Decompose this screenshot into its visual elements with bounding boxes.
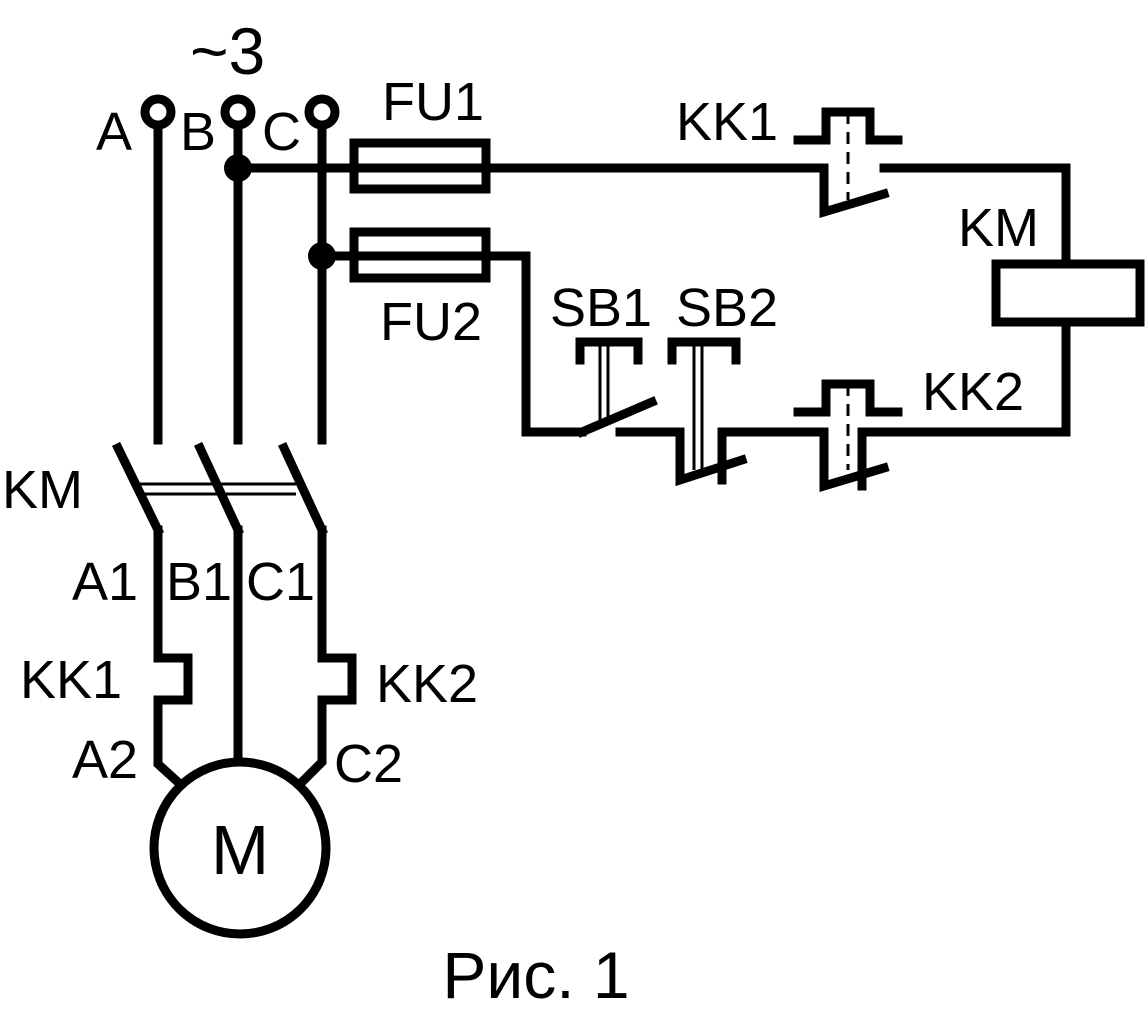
kk1-power-label: KK1 bbox=[20, 650, 122, 710]
c1-label: C1 bbox=[246, 552, 315, 612]
coil-km bbox=[991, 259, 1145, 327]
supply-label: ~3 bbox=[190, 14, 265, 88]
kk2-power-label: KK2 bbox=[376, 654, 478, 714]
motor-label: M bbox=[211, 811, 269, 889]
contactor-km-power bbox=[111, 441, 328, 537]
terminal-a bbox=[140, 94, 176, 445]
sb1-label: SB1 bbox=[550, 278, 652, 338]
terminal-b bbox=[220, 94, 256, 445]
coil-label: KM bbox=[958, 198, 1039, 258]
motor bbox=[149, 757, 331, 939]
phase-a-label: A bbox=[96, 102, 132, 162]
b1-label: B1 bbox=[166, 552, 232, 612]
button-sb1 bbox=[575, 337, 685, 438]
terminal-c bbox=[304, 94, 340, 445]
line-c-power bbox=[293, 525, 357, 791]
sb2-label: SB2 bbox=[676, 278, 778, 338]
button-sb2 bbox=[667, 337, 829, 487]
phase-b-label: B bbox=[180, 102, 216, 162]
a1-label: A1 bbox=[72, 552, 138, 612]
a2-label: A2 bbox=[72, 730, 138, 790]
kk1-control-label: KK1 bbox=[676, 92, 778, 152]
phase-c-label: C bbox=[262, 102, 301, 162]
contactor-label: KM bbox=[2, 460, 83, 520]
thermal-contact-kk2 bbox=[793, 379, 1071, 493]
fu1-label: FU1 bbox=[382, 72, 484, 132]
figure-caption: Рис. 1 bbox=[442, 938, 629, 1012]
fu2-label: FU2 bbox=[380, 292, 482, 352]
thermal-contact-kk1 bbox=[793, 107, 1071, 219]
kk2-control-label: KK2 bbox=[922, 362, 1024, 422]
c2-label: C2 bbox=[334, 734, 403, 794]
line-a-power bbox=[153, 525, 193, 791]
